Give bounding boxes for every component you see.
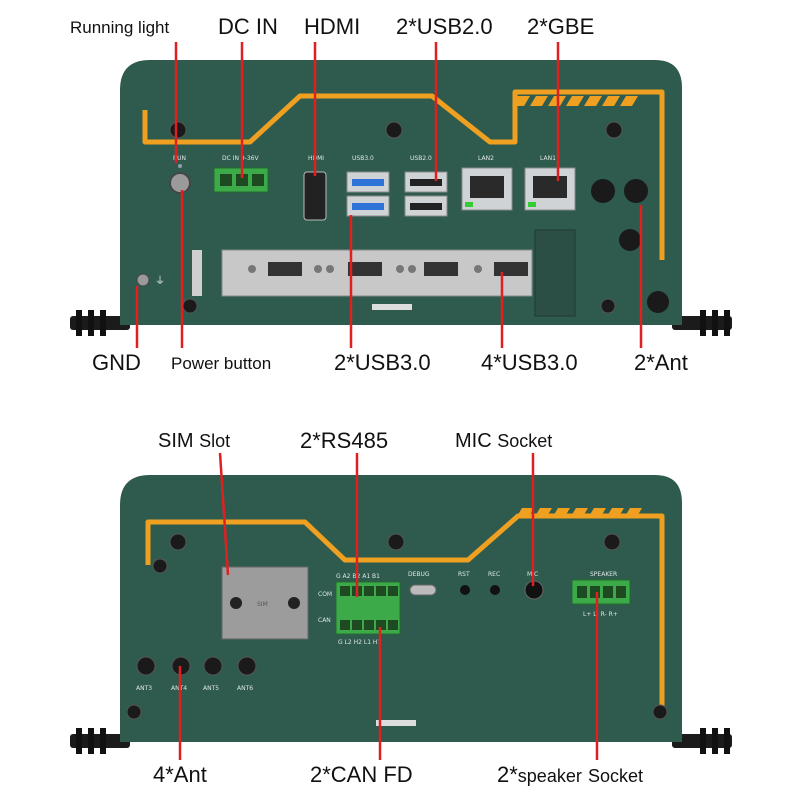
label-speaker-socket-prefix: 2* <box>497 762 518 787</box>
debug-silk: DEBUG <box>408 571 430 578</box>
expansion-bay-frame <box>192 250 202 296</box>
running-light-led <box>178 164 182 168</box>
rear-chassis <box>120 475 682 742</box>
ant6-silk: ANT6 <box>237 685 253 692</box>
rst-silk: RST <box>458 571 470 578</box>
label-running-light: Running light <box>70 18 170 37</box>
rec-silk: REC <box>488 571 500 578</box>
label-rs485: 2*RS485 <box>300 428 389 453</box>
usb2-silk: USB2.0 <box>410 155 432 162</box>
com-silk: COM <box>318 591 332 598</box>
run-silk: RUN <box>173 155 186 162</box>
label-gbe: 2*GBE <box>527 14 595 39</box>
label-mic-socket: MIC Socket <box>455 430 552 453</box>
front-side-block <box>534 229 576 317</box>
front-panel: RUN DC IN 9-36V HDMI USB3.0 USB2.0 LAN2 … <box>70 60 732 336</box>
usb3-bay-port-4[interactable] <box>494 262 528 276</box>
label-usb3-front: 2*USB3.0 <box>334 350 431 375</box>
label-ant-front: 2*Ant <box>634 350 688 375</box>
rear-antenna-5[interactable] <box>203 656 223 676</box>
usb3-bay-port-1[interactable] <box>268 262 302 276</box>
rear-accent-stripe <box>145 513 665 712</box>
ant5-silk: ANT5 <box>203 685 219 692</box>
gnd-terminal[interactable] <box>136 273 150 287</box>
speaker-pin-silk: L+ L- R- R+ <box>583 611 618 618</box>
svg-text:⏚: ⏚ <box>155 275 165 287</box>
label-sim-slot-main: SIM <box>158 430 194 452</box>
rear-antenna-3[interactable] <box>136 656 156 676</box>
label-speaker-socket: 2*speaker Socket <box>497 762 643 788</box>
label-speaker-socket-mid: speaker <box>517 766 582 786</box>
sim-silk: SIM <box>257 601 268 608</box>
lan2-silk: LAN2 <box>478 155 494 162</box>
usb3-bay-port-3[interactable] <box>424 262 458 276</box>
label-sim-slot: SIM Slot <box>158 430 230 453</box>
front-antenna-2[interactable] <box>624 179 648 203</box>
usb3-silk: USB3.0 <box>352 155 374 162</box>
rear-panel: SIM G A2 B2 A1 B1 COM CAN G L2 H2 L1 H1 … <box>70 475 732 754</box>
label-sim-slot-suffix: Slot <box>199 431 231 451</box>
label-usb2: 2*USB2.0 <box>396 14 493 39</box>
can-silk: CAN <box>318 617 331 624</box>
lan1-silk: LAN1 <box>540 155 556 162</box>
pointer-lines <box>135 42 643 760</box>
dc-silk: DC IN 9-36V <box>222 155 259 162</box>
front-antenna-1[interactable] <box>591 179 615 203</box>
label-power-button: Power button <box>171 354 272 373</box>
rear-antenna-6[interactable] <box>237 656 257 676</box>
hdmi-port[interactable] <box>303 171 327 221</box>
label-mic-socket-main: MIC <box>455 430 492 452</box>
label-gnd: GND <box>92 350 141 375</box>
label-speaker-socket-suffix: Socket <box>587 766 643 786</box>
speaker-silk: SPEAKER <box>590 571 617 578</box>
label-ant-rear: 4*Ant <box>153 762 207 787</box>
can-pin-silk: G L2 H2 L1 H1 <box>338 639 381 646</box>
label-mic-socket-suffix: Socket <box>497 431 553 451</box>
debug-port[interactable] <box>409 584 437 596</box>
rear-screws <box>126 533 668 720</box>
label-usb3-bay: 4*USB3.0 <box>481 350 578 375</box>
label-dc-in: DC IN <box>218 14 278 39</box>
front-accent-stripe <box>142 89 665 260</box>
power-button[interactable] <box>169 172 191 194</box>
label-hdmi: HDMI <box>304 14 361 39</box>
pointer-sim <box>218 452 230 576</box>
rst-button[interactable] <box>460 585 470 595</box>
label-can-fd: 2*CAN FD <box>310 762 413 787</box>
ant3-silk: ANT3 <box>136 685 152 692</box>
front-screws <box>169 121 623 314</box>
rec-button[interactable] <box>490 585 500 595</box>
usb3-bay-port-2[interactable] <box>348 262 382 276</box>
